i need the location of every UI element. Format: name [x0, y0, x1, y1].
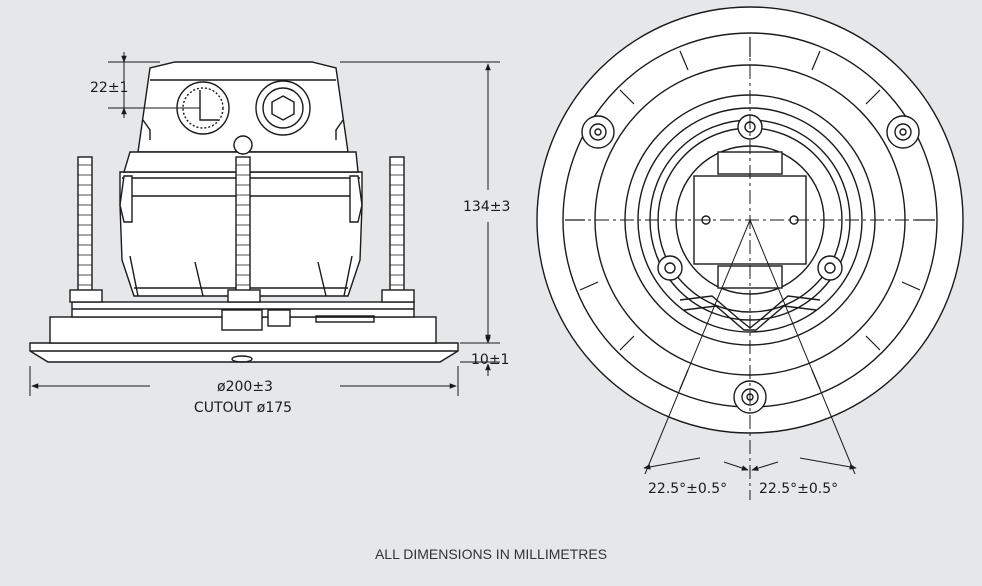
bezel [29, 342, 459, 363]
dim-angle-left: 22.5°±0.5° [648, 481, 727, 497]
center-post [235, 156, 251, 298]
dim-diameter: ø200±3 [217, 379, 273, 395]
right-rod [389, 156, 405, 298]
dim-angle-right: 22.5°±0.5° [759, 481, 838, 497]
side-dimensions [29, 52, 500, 396]
mounting-lug-tr [886, 115, 920, 149]
angle-dimensions [643, 219, 857, 475]
inner-screw-left [657, 255, 683, 281]
footer-note: ALL DIMENSIONS IN MILLIMETRES [374, 546, 608, 562]
bezel-hole [231, 355, 253, 363]
side-view [29, 61, 459, 363]
dim-flange: 10±1 [471, 352, 509, 368]
adjust-knob [255, 80, 311, 136]
dim-cutout: CUTOUT ø175 [194, 400, 292, 416]
centre-lines [570, 40, 932, 500]
left-rod [77, 156, 93, 298]
dim-top-offset: 22±1 [90, 80, 128, 96]
inner-screw-right [817, 255, 843, 281]
mounting-lug-tl [581, 115, 615, 149]
dim-height: 134±3 [463, 199, 510, 215]
